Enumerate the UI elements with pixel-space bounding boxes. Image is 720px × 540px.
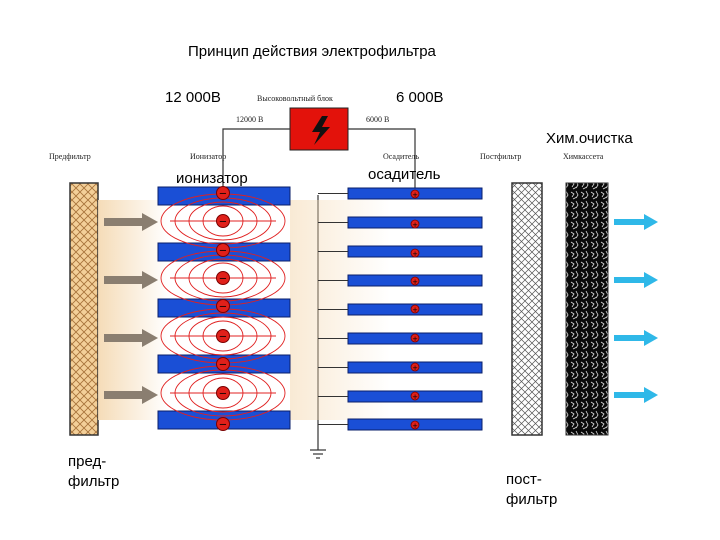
collector-charge-marker <box>410 333 420 343</box>
ground-icon <box>310 449 326 459</box>
prefilter-label-line-2: фильтр <box>68 473 120 490</box>
ionizer-charge-marker <box>216 357 230 371</box>
outflow-arrow-shaft <box>614 277 644 283</box>
lightning-icon <box>312 116 330 145</box>
ionizer-charge-marker <box>216 299 230 313</box>
voltage-right-label: 6 000В <box>396 89 444 106</box>
collector-charge-sign: + <box>412 364 418 372</box>
hv-block-v1: 12000 В <box>236 115 264 124</box>
collector-charge-marker <box>410 248 420 258</box>
inflow-arrow-shaft <box>104 334 142 342</box>
chem-cartridge-small-label: Химкассета <box>563 152 604 161</box>
collector-charge-sign: + <box>412 306 418 314</box>
ionizer-charge-sign: − <box>219 189 227 200</box>
ionizer-charge-marker <box>216 214 230 228</box>
inflow-arrow-shaft <box>104 276 142 284</box>
ionizer-charge-marker <box>216 271 230 285</box>
chem-cleaning-label: Хим.очистка <box>546 130 633 147</box>
ionizer-charge-sign: − <box>219 332 227 343</box>
collector-charge-sign: + <box>412 250 418 258</box>
ionizer-charge-marker <box>216 386 230 400</box>
collector-charge-marker <box>410 362 420 372</box>
ionizer-charge-marker <box>216 243 230 257</box>
prefilter-label: пред- фильтр <box>68 452 119 492</box>
collector-charge-marker <box>410 189 420 199</box>
collector-charge-marker <box>410 391 420 401</box>
ionizer-charge-sign: − <box>219 302 227 313</box>
collector-charge-sign: + <box>412 335 418 343</box>
collector-charge-sign: + <box>412 422 418 430</box>
postfilter-label: пост- фильтр <box>506 470 557 510</box>
ionizer-charge-sign: − <box>219 420 227 431</box>
collector-charge-marker <box>410 420 420 430</box>
hv-wire-left <box>222 128 290 188</box>
ionizer-charge-marker <box>216 329 230 343</box>
collector-charge-sign: + <box>412 221 418 229</box>
collector-charge-marker <box>410 304 420 314</box>
inflow-arrow-shaft <box>104 391 142 399</box>
ionizer-charge-sign: − <box>219 389 227 400</box>
outflow-arrow-shaft <box>614 392 644 398</box>
prefilter-label-line-1: пред- <box>68 453 107 470</box>
inflow-arrow-head <box>142 386 158 404</box>
inflow-haze <box>98 200 168 420</box>
chem-cartridge-panel <box>565 182 609 436</box>
hv-block-v2: 6000 В <box>366 115 390 124</box>
hv-wire-right <box>348 128 416 188</box>
collector-charge-sign: + <box>412 278 418 286</box>
ionizer-small-label: Ионизатор <box>190 152 227 161</box>
collector-charge-sign: + <box>412 393 418 401</box>
postfilter-small-label: Постфильтр <box>480 152 522 161</box>
outflow-arrow-head <box>644 272 658 288</box>
inflow-arrow-head <box>142 329 158 347</box>
collector-charge-marker <box>410 276 420 286</box>
ionizer-label: ионизатор <box>176 170 248 187</box>
postfilter-label-line-2: фильтр <box>506 491 558 508</box>
postfilter-label-line-1: пост- <box>506 471 542 488</box>
collector-label: осадитель <box>368 166 441 183</box>
outflow-arrow-shaft <box>614 219 644 225</box>
collector-small-label: Осадитель <box>383 152 420 161</box>
hv-block-label: Высоковольтный блок <box>257 94 333 103</box>
outflow-arrow-head <box>644 387 658 403</box>
ionizer-charge-marker <box>216 417 230 431</box>
ionizer-charge-sign: − <box>219 360 227 371</box>
ionizer-charge-sign: − <box>219 274 227 285</box>
prefilter-panel <box>69 182 99 436</box>
outflow-arrow-head <box>644 214 658 230</box>
voltage-left-label: 12 000В <box>165 89 221 106</box>
collector-charge-sign: + <box>412 191 418 199</box>
outflow-arrow-shaft <box>614 335 644 341</box>
collector-charge-marker <box>410 219 420 229</box>
outflow-arrow-head <box>644 330 658 346</box>
ionizer-charge-marker <box>216 186 230 200</box>
prefilter-small-label: Предфильтр <box>49 152 91 161</box>
ionizer-charge-sign: − <box>219 246 227 257</box>
inflow-arrow-shaft <box>104 218 142 226</box>
ionizer-charge-sign: − <box>219 217 227 228</box>
inflow-arrow-head <box>142 213 158 231</box>
postfilter-panel <box>511 182 543 436</box>
inflow-arrow-head <box>142 271 158 289</box>
diagram-title: Принцип действия электрофильтра <box>188 43 436 60</box>
